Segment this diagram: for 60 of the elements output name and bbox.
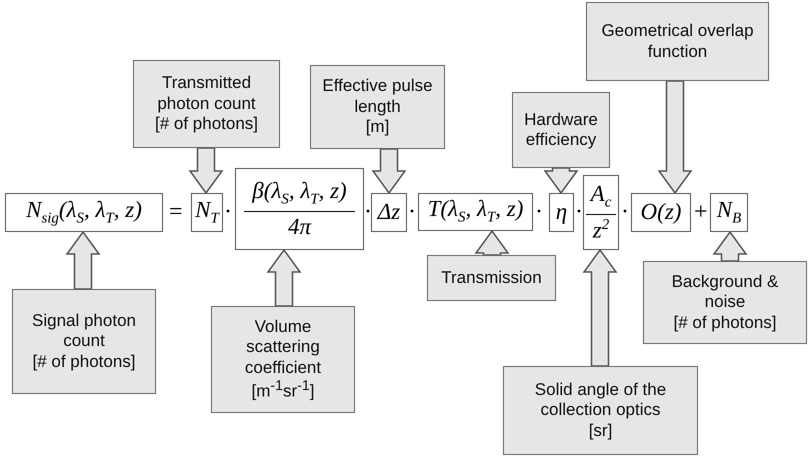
math-term: η bbox=[556, 200, 568, 225]
callout-text: Signal photon count bbox=[31, 310, 137, 352]
math-term: N$_{B}$ bbox=[716, 198, 742, 228]
block-arrow bbox=[544, 167, 578, 194]
unit-text: [# of photons] bbox=[154, 114, 258, 135]
callout-text: Hardware efficiency bbox=[523, 110, 599, 150]
callout-text: Solid angle of the collection optics bbox=[534, 380, 668, 421]
math-operator: · bbox=[224, 200, 232, 224]
math-operator: · bbox=[621, 200, 629, 224]
callout-box bbox=[133, 60, 280, 148]
unit-text: [m] bbox=[366, 117, 390, 138]
callout-box bbox=[211, 306, 355, 413]
numerator: β(λ$_{S}$, λ$_{T}$, z) bbox=[252, 178, 347, 208]
unit-text: [# of photons] bbox=[673, 312, 777, 334]
callout-text: Geometrical overlap function bbox=[600, 21, 755, 62]
math-operator: + bbox=[694, 200, 708, 224]
math-term: N$_{sig}$(λ$_{S}$, λ$_{T}$, z) bbox=[26, 198, 142, 228]
fraction-term-box bbox=[235, 168, 364, 250]
equation-term-box bbox=[710, 193, 748, 232]
unit-text: [# of photons] bbox=[32, 352, 136, 372]
callout-text: Transmission bbox=[441, 268, 542, 288]
block-arrow bbox=[658, 80, 692, 194]
callout-box bbox=[512, 92, 610, 168]
math-term: T(λ$_{S}$, λ$_{T}$, z) bbox=[428, 197, 524, 227]
callout-box bbox=[427, 255, 556, 301]
block-arrow bbox=[474, 230, 510, 256]
callout-box bbox=[310, 65, 445, 149]
block-arrow bbox=[266, 248, 302, 307]
math-term: Δz bbox=[378, 200, 400, 225]
callout-box bbox=[503, 366, 698, 455]
unit-text: [m$^{-1}$sr$^{-1}$] bbox=[252, 378, 314, 402]
callout-text: Effective pulse length bbox=[321, 76, 434, 118]
callout-box bbox=[12, 289, 156, 394]
denominator: 4π bbox=[288, 215, 312, 240]
callout-text: Transmitted photon count bbox=[156, 73, 257, 114]
block-arrow bbox=[712, 230, 748, 262]
math-term: N$_{T}$ bbox=[195, 198, 219, 228]
math-operator: · bbox=[408, 200, 416, 224]
block-arrow bbox=[66, 230, 100, 290]
callout-text: Background & noise bbox=[670, 272, 780, 313]
block-arrow bbox=[372, 148, 406, 194]
callout-box bbox=[586, 2, 769, 81]
equation-term-box bbox=[371, 193, 407, 232]
equation-term-box bbox=[418, 193, 533, 231]
callout-box bbox=[643, 261, 807, 344]
equation-term-box bbox=[191, 193, 223, 232]
block-arrow bbox=[188, 147, 224, 194]
denominator: z$^{2}$ bbox=[592, 218, 610, 244]
math-operator: · bbox=[535, 200, 543, 224]
equation-term-box bbox=[5, 193, 163, 232]
math-operator: = bbox=[169, 200, 183, 224]
equation-term-box bbox=[549, 193, 574, 232]
unit-text: [sr] bbox=[588, 420, 612, 442]
numerator: A$_{c}$ bbox=[590, 182, 612, 212]
block-arrow bbox=[582, 248, 618, 367]
math-operator: · bbox=[364, 200, 372, 224]
math-term: O(z) bbox=[640, 200, 682, 225]
fraction-term-box bbox=[583, 175, 619, 250]
math-operator: · bbox=[575, 200, 583, 224]
equation-term-box bbox=[631, 193, 691, 232]
